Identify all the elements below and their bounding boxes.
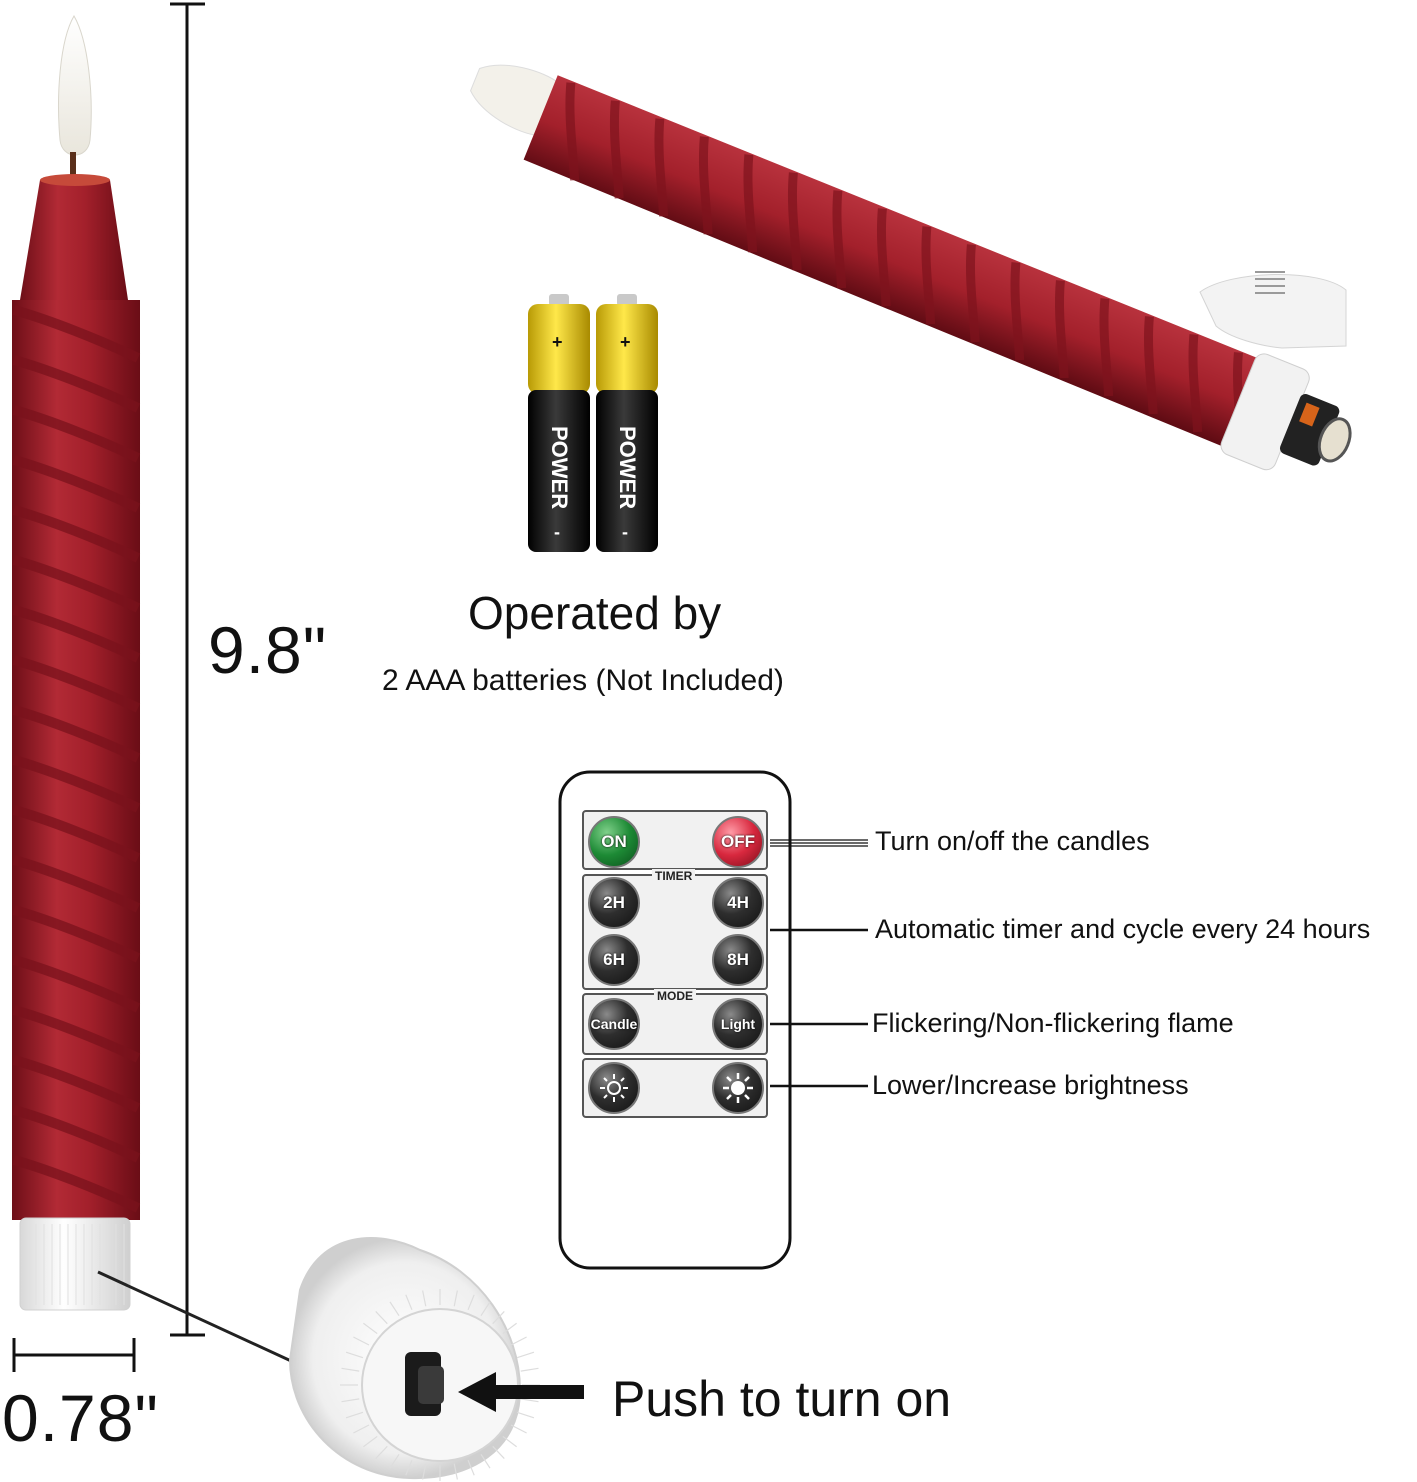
mode-group-label: MODE [654, 989, 696, 1003]
mode-candle-button[interactable]: Candle [588, 998, 640, 1050]
battery-plus-left: + [552, 332, 563, 352]
vertical-candle [12, 15, 141, 1311]
brightness-up-button[interactable] [712, 1062, 764, 1114]
sun-bright-icon [723, 1073, 753, 1103]
push-arrow [458, 1372, 584, 1412]
battery-brand-left: POWER [547, 426, 572, 510]
height-label: 9.8" [208, 613, 328, 687]
battery-brand-right: POWER [615, 426, 640, 510]
push-to-turn-on-label: Push to turn on [612, 1371, 952, 1427]
base-leader-line [97, 1270, 316, 1374]
callout-mode: Flickering/Non-flickering flame [872, 1008, 1234, 1038]
timer-6h-button[interactable]: 6H [588, 934, 640, 986]
timer-8h-button[interactable]: 8H [712, 934, 764, 986]
removed-cap [1199, 271, 1347, 349]
mode-light-button[interactable]: Light [712, 998, 764, 1050]
timer-4h-button[interactable]: 4H [712, 877, 764, 929]
battery-right [596, 294, 658, 552]
sun-dim-icon [600, 1074, 628, 1102]
battery-minus-left: - [554, 522, 560, 542]
width-dimension-line [12, 1338, 136, 1372]
battery-detail: 2 AAA batteries (Not Included) [382, 664, 784, 697]
battery-minus-right: - [622, 522, 628, 542]
brightness-down-button[interactable] [588, 1062, 640, 1114]
battery-headline: Operated by [468, 587, 722, 639]
callout-lines [770, 839, 868, 1088]
push-switch-cap [288, 1237, 540, 1481]
horizontal-candle [470, 64, 1352, 471]
timer-group-label: TIMER [652, 869, 696, 883]
height-dimension-line [170, 2, 205, 1337]
callout-timer: Automatic timer and cycle every 24 hours [875, 914, 1371, 944]
callout-on-off: Turn on/off the candles [875, 826, 1150, 856]
timer-2h-button[interactable]: 2H [588, 877, 640, 929]
battery-plus-right: + [620, 332, 631, 352]
remote-off-button[interactable]: OFF [712, 816, 764, 868]
callout-brightness: Lower/Increase brightness [872, 1070, 1189, 1100]
diameter-label: 0.78" [2, 1381, 159, 1455]
remote-on-button[interactable]: ON [588, 816, 640, 868]
battery-left [528, 294, 590, 552]
